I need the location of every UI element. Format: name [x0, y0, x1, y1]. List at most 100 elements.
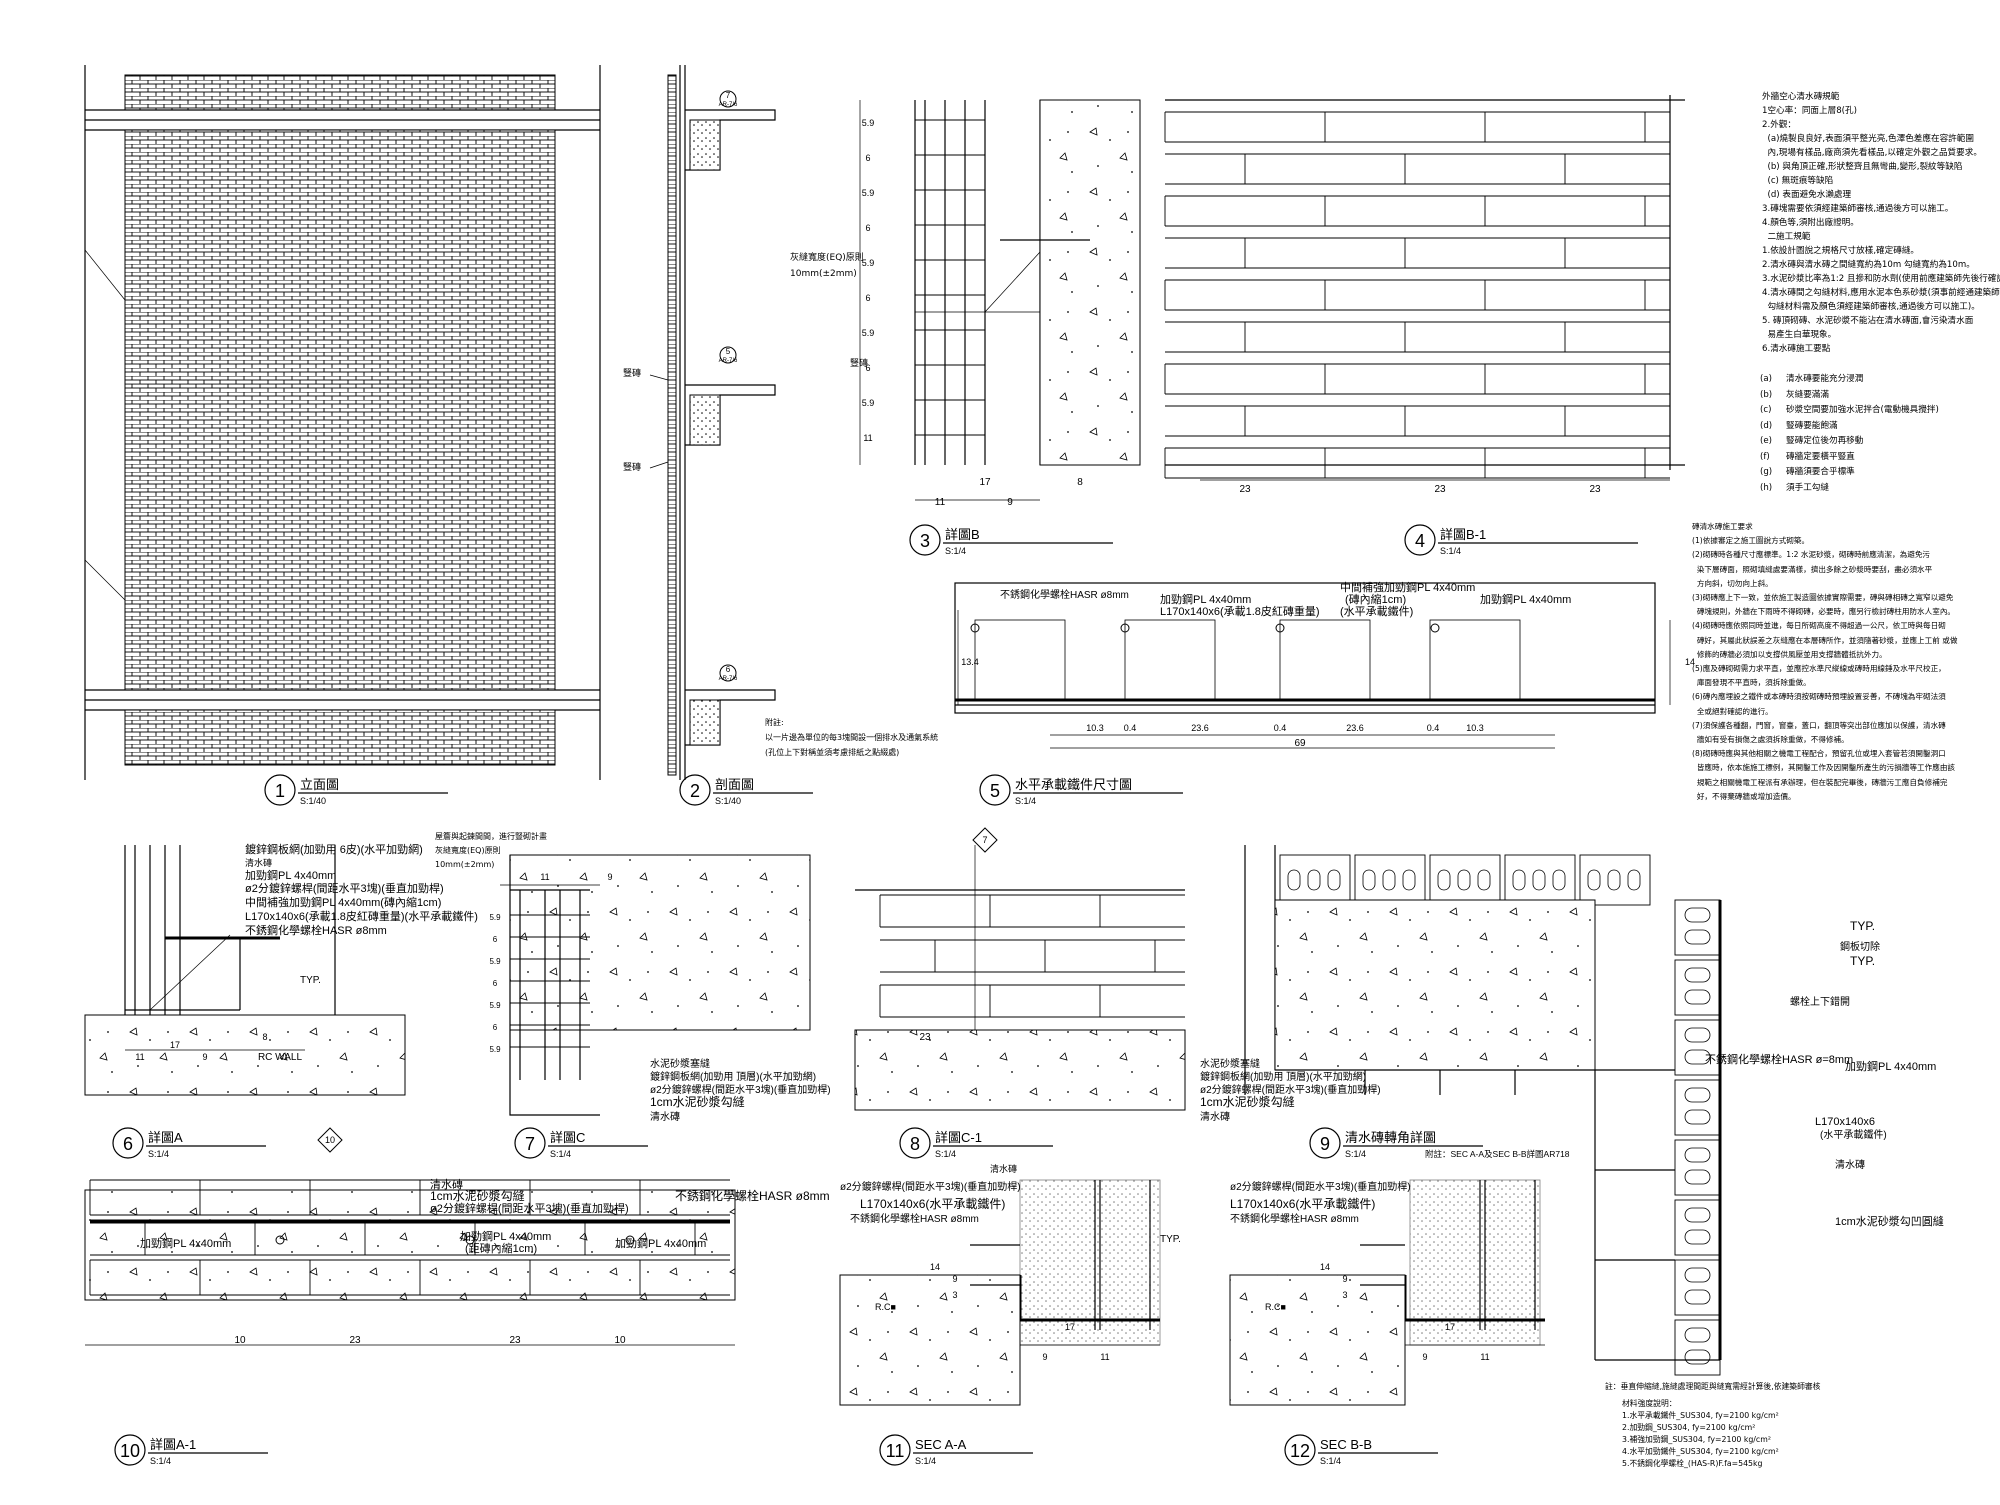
detail-title: 詳圖A [148, 1130, 183, 1145]
callout-label: L170x140x6(承載1.8皮紅磚重量)(水平承載鐵件) [245, 909, 478, 923]
spec-list-item: (e)豎磚定位後勿再移動 [1760, 436, 1864, 446]
callout-diamond [972, 827, 998, 853]
detail-number-circle [114, 1434, 146, 1466]
detail-scale: S:1/4 [1015, 796, 1036, 806]
brick-core [1607, 869, 1621, 891]
brick-core [1684, 1027, 1711, 1043]
callout-label: 清水磚 [1835, 1158, 1865, 1171]
callout-label: 螺栓上下錯開 [1790, 995, 1850, 1008]
dimension-label: 5.9 [489, 957, 501, 966]
dimension-label: 14 [1320, 1262, 1330, 1272]
detail-scale: S:1/4 [550, 1149, 571, 1159]
detail-number-circle [1404, 524, 1436, 556]
detail-scale: S:1/4 [1320, 1456, 1341, 1466]
dimension-label: 9 [1342, 1274, 1347, 1284]
sec-aa-label: 不銹鋼化學螺栓HASR ø8mm [850, 1212, 979, 1225]
callout-label: 加勁鋼PL 4x40mm [615, 1236, 706, 1250]
dimension-label: 5.9 [862, 118, 875, 128]
detail-title: SEC B-B [1320, 1437, 1372, 1452]
dimension-label: 23 [349, 1335, 361, 1346]
dimension-label: 3 [952, 1290, 957, 1300]
dimension-label: 10 [234, 1335, 246, 1346]
dimension-label: 23 [1434, 484, 1446, 495]
sec-bb-label: ø2分鍍鋅螺桿(間距水平3塊)(垂直加勁桿) [1230, 1180, 1411, 1193]
brick-core [1684, 1169, 1711, 1185]
detail-title: 清水磚轉角詳圖 [1345, 1130, 1436, 1145]
detail-number-circle [679, 774, 711, 806]
spec-list: (a)清水磚要能充分浸潤 (b)灰縫要滿滿 (c)砂漿空間要加強水泥拌合(電動機… [1760, 372, 1939, 496]
detail-number: 6 [123, 1134, 133, 1154]
brick-core [1684, 1109, 1711, 1125]
dimension-label: 5.9 [862, 188, 875, 198]
brick-core [1684, 1087, 1711, 1103]
brick-core [1587, 869, 1601, 891]
plate-outline [1279, 619, 1371, 701]
dimension-label: 6 [865, 223, 870, 233]
brick-core [1684, 1327, 1711, 1343]
rc-label: R.C■ [1265, 1302, 1286, 1312]
dimension-label: 9 [1042, 1352, 1047, 1362]
callout-label: 中間補強加勁鋼PL 4x40mm(磚內縮1cm) [245, 895, 441, 909]
detail-number: 11 [886, 1441, 905, 1461]
detail-number-circle [264, 774, 296, 806]
bolt-hole [275, 1235, 285, 1245]
brick-core [1552, 869, 1566, 891]
callout-number: 7 [726, 91, 731, 100]
callout-label: L170x140x6(承載1.8皮紅磚重量) [1160, 604, 1320, 618]
detail-number-circle [514, 1127, 546, 1159]
brick-unit [1279, 854, 1351, 906]
dimension-label: 9 [1007, 497, 1013, 508]
typ-label: TYP. [300, 975, 321, 986]
detail-number-circle [112, 1127, 144, 1159]
brick-core [1684, 1349, 1711, 1365]
callout-label: 鍍鋅鋼板網(加勁用 頂層)(水平加勁網) [650, 1070, 816, 1083]
callout-label: L170x140x6 [1815, 1116, 1875, 1128]
dimension-label: 6 [865, 293, 870, 303]
detail-number-circle [909, 524, 941, 556]
detail-8-elevation: 23 [854, 845, 1186, 1111]
detail-extra-note: 附註：SEC A-A及SEC B-B詳圖AR718 [1425, 1149, 1570, 1159]
dimension-label: 0.4 [1274, 723, 1287, 733]
dimension-label: 6 [493, 979, 498, 988]
dimension-label: 5.9 [489, 1045, 501, 1054]
callout-label: ø2分鍍鋅螺桿(間距水平3塊)(垂直加勁桿) [430, 1201, 629, 1215]
dimension-label: 10 [614, 1335, 626, 1346]
detail-title: SEC A-A [915, 1437, 967, 1452]
callout-label: 1cm水泥砂漿勾縫 [650, 1094, 745, 1109]
dimension-label: 69 [1294, 738, 1306, 749]
detail-title: 立面圖 [300, 777, 339, 792]
callout-label: 不銹鋼化學螺栓HASR ø8mm [245, 923, 387, 937]
callout-label: 水泥砂漿塞縫 [1200, 1057, 1260, 1070]
brick-core [1512, 869, 1526, 891]
brick-unit [1579, 854, 1651, 906]
detail-number: 2 [690, 781, 700, 801]
callout-label: 鍍鋅鋼板網(加勁用 頂層)(水平加勁網) [1200, 1070, 1366, 1083]
brick-core [1457, 869, 1471, 891]
spec-list-item: (a)清水磚要能充分浸潤 [1760, 374, 1864, 384]
dimension-label: 6 [865, 153, 870, 163]
callout-label: (水平承載鐵件) [1340, 604, 1413, 618]
section-2-note: 附註: 以一片邊為單位的每3塊間設一個排水及通氣系統 (孔位上下對稱並須考慮排紙… [765, 718, 939, 757]
brick-unit [1504, 854, 1576, 906]
dimension-label: 11 [540, 872, 549, 882]
dimension-label: 17 [979, 477, 991, 488]
callout-label: 鍍鋅鋼板網(加勁用 6皮)(水平加勁網) [245, 842, 423, 856]
dimension-label: 8 [262, 1032, 267, 1042]
detail-9-note: 註：垂直伸縮縫,施縫處理間距與縫寬需經計算後,依建築師審核 [1605, 1382, 1821, 1391]
brick-core [1287, 869, 1301, 891]
callout-label: 加勁鋼PL 4x40mm [140, 1236, 231, 1250]
callout-number: 10 [325, 1135, 335, 1145]
brick-core [1684, 1049, 1711, 1065]
dimension-label: 17 [1065, 1322, 1075, 1332]
dimension-label: 6 [493, 1023, 498, 1032]
callout-label: 1cm水泥砂漿勾縫 [430, 1188, 525, 1203]
bolt-hole [625, 1235, 635, 1245]
detail-9-corner [1244, 845, 1722, 1376]
